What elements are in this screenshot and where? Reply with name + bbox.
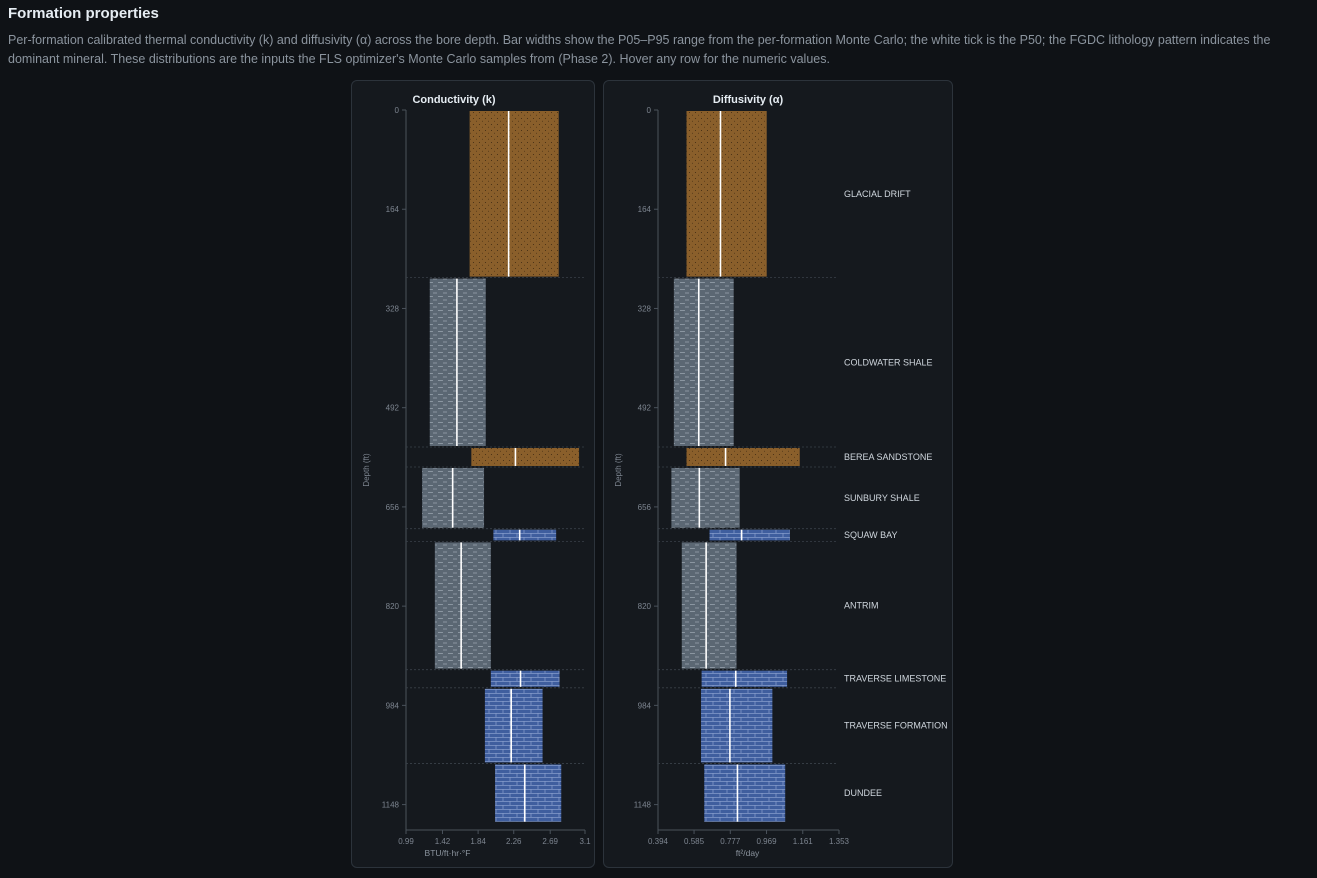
conductivity-x-axis-label: BTU/ft·hr·°F [425, 848, 471, 858]
range-bar[interactable] [701, 670, 788, 687]
y-tick-label: 164 [638, 205, 652, 214]
diffusivity-panel: Diffusivity (α) 0 164 328 492 656 820 984 1148 De… [603, 80, 953, 868]
y-tick-label: 656 [638, 503, 652, 512]
formation-label: BEREA SANDSTONE [844, 452, 932, 462]
y-tick-label: 656 [386, 503, 400, 512]
x-tick-label: 0.777 [720, 837, 741, 846]
y-tick-label: 328 [638, 304, 652, 313]
y-tick-label: 984 [386, 701, 400, 710]
x-tick-label: 0.969 [757, 837, 778, 846]
x-tick-label: 2.26 [506, 837, 522, 846]
x-tick-label: 2.69 [542, 837, 558, 846]
x-tick-label: 0.394 [648, 837, 669, 846]
conductivity-panel: Conductivity (k) 0 164 328 492 656 820 984 1148 D… [351, 80, 595, 868]
range-bar[interactable] [495, 764, 562, 822]
range-bar[interactable] [704, 764, 786, 822]
y-tick-label: 164 [386, 205, 400, 214]
range-bar[interactable] [686, 448, 800, 466]
y-tick-label: 820 [638, 602, 652, 611]
diffusivity-x-axis-label: ft²/day [736, 848, 760, 858]
formation-label: COLDWATER SHALE [844, 357, 933, 367]
range-bar[interactable] [434, 542, 491, 669]
formation-label: ANTRIM [844, 601, 879, 611]
x-tick-label: 1.42 [435, 837, 451, 846]
range-bar[interactable] [709, 529, 790, 541]
x-tick-label: 1.353 [829, 837, 850, 846]
y-tick-label: 0 [395, 106, 400, 115]
formation-label: GLACIAL DRIFT [844, 189, 911, 199]
y-tick-label: 492 [386, 404, 400, 413]
x-tick-label: 1.161 [793, 837, 814, 846]
x-tick-label: 0.585 [684, 837, 705, 846]
diffusivity-chart: Diffusivity (α) 0 164 328 492 656 820 984 1148 De… [614, 94, 948, 858]
x-tick-label: 0.99 [398, 837, 414, 846]
y-tick-label: 820 [386, 602, 400, 611]
range-bar[interactable] [701, 688, 773, 763]
formation-label: DUNDEE [844, 788, 882, 798]
range-bar[interactable] [484, 688, 543, 763]
formation-label: TRAVERSE FORMATION [844, 721, 948, 731]
range-bar[interactable] [471, 448, 580, 466]
y-tick-label: 0 [647, 106, 652, 115]
diffusivity-y-axis-label: Depth (ft) [614, 453, 623, 487]
formation-label: TRAVERSE LIMESTONE [844, 674, 946, 684]
y-tick-label: 1148 [634, 801, 652, 810]
conductivity-chart-title: Conductivity (k) [412, 94, 495, 106]
y-tick-label: 492 [638, 404, 652, 413]
section-description: Per-formation calibrated thermal conduct… [8, 33, 1271, 66]
conductivity-chart: Conductivity (k) 0 164 328 492 656 820 984 1148 D… [362, 94, 591, 858]
y-tick-label: 328 [386, 304, 400, 313]
diffusivity-chart-title: Diffusivity (α) [713, 94, 784, 106]
x-tick-label: 3.1 [579, 837, 591, 846]
range-bar[interactable] [429, 278, 486, 447]
range-bar[interactable] [681, 542, 737, 669]
range-bar[interactable] [671, 467, 740, 528]
range-bar[interactable] [686, 111, 767, 277]
range-bar[interactable] [673, 278, 734, 447]
y-tick-label: 1148 [382, 801, 400, 810]
section-title: Formation properties [8, 5, 159, 22]
formation-label: SQUAW BAY [844, 530, 898, 540]
range-bar[interactable] [469, 111, 559, 277]
conductivity-y-axis-label: Depth (ft) [362, 453, 371, 487]
y-tick-label: 984 [638, 701, 652, 710]
x-tick-label: 1.84 [470, 837, 486, 846]
range-bar[interactable] [493, 529, 557, 541]
formation-label: SUNBURY SHALE [844, 493, 920, 503]
range-bar[interactable] [490, 670, 560, 687]
